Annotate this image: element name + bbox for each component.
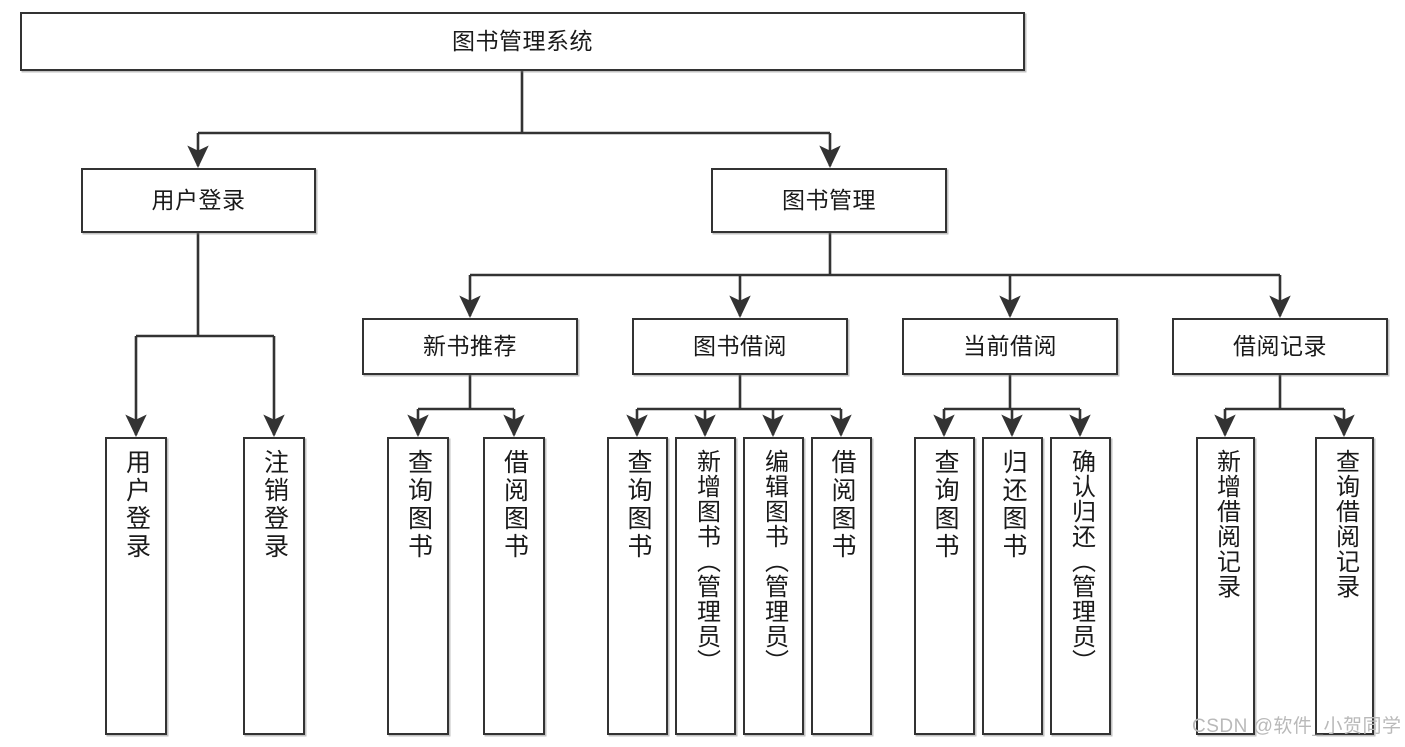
leaf-query-book-3[interactable]: 查询图书 [914, 437, 975, 735]
node-label: 新增借阅记录 [1212, 449, 1240, 599]
node-book-borrow[interactable]: 图书借阅 [632, 318, 848, 375]
leaf-logout[interactable]: 注销登录 [243, 437, 305, 735]
leaf-confirm-return[interactable]: 确认归还（管理员） [1050, 437, 1111, 735]
node-label: 借阅图书 [828, 449, 856, 561]
node-label: 当前借阅 [963, 332, 1057, 359]
node-label: 图书管理 [782, 186, 876, 213]
node-label: 图书借阅 [693, 332, 787, 359]
node-label: 确认归还（管理员） [1067, 449, 1095, 674]
node-borrow-record[interactable]: 借阅记录 [1172, 318, 1388, 375]
leaf-edit-book[interactable]: 编辑图书（管理员） [743, 437, 804, 735]
node-label: 归还图书 [999, 449, 1027, 561]
node-book-manage[interactable]: 图书管理 [711, 168, 947, 233]
leaf-query-record[interactable]: 查询借阅记录 [1315, 437, 1374, 735]
leaf-add-book[interactable]: 新增图书（管理员） [675, 437, 736, 735]
node-label: 注销登录 [260, 449, 289, 561]
node-label: 查询图书 [624, 449, 652, 561]
leaf-query-book-1[interactable]: 查询图书 [387, 437, 449, 735]
leaf-borrow-book-1[interactable]: 借阅图书 [483, 437, 545, 735]
node-label: 借阅记录 [1233, 332, 1327, 359]
node-label: 图书管理系统 [452, 27, 593, 54]
node-label: 编辑图书（管理员） [760, 449, 788, 674]
leaf-query-book-2[interactable]: 查询图书 [607, 437, 668, 735]
node-label: 用户登录 [151, 186, 246, 213]
leaf-add-record[interactable]: 新增借阅记录 [1196, 437, 1255, 735]
leaf-borrow-book-2[interactable]: 借阅图书 [811, 437, 872, 735]
node-label: 查询借阅记录 [1331, 449, 1359, 599]
node-root-system[interactable]: 图书管理系统 [20, 12, 1025, 71]
node-current-borrow[interactable]: 当前借阅 [902, 318, 1118, 375]
node-label: 查询图书 [404, 449, 433, 561]
node-label: 借阅图书 [500, 449, 529, 561]
leaf-return-book[interactable]: 归还图书 [982, 437, 1043, 735]
node-label: 用户登录 [122, 449, 151, 561]
leaf-user-login[interactable]: 用户登录 [105, 437, 167, 735]
node-new-book-recommend[interactable]: 新书推荐 [362, 318, 578, 375]
node-user-login[interactable]: 用户登录 [81, 168, 316, 233]
node-label: 查询图书 [931, 449, 959, 561]
node-label: 新增图书（管理员） [692, 449, 720, 674]
node-label: 新书推荐 [423, 332, 517, 359]
